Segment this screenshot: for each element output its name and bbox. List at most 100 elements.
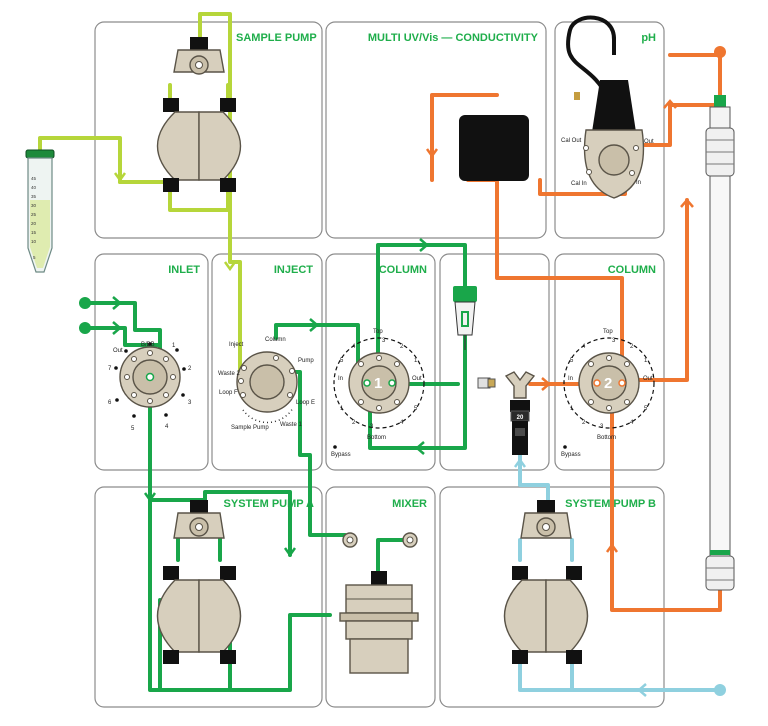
panel-uv-conductivity	[325, 21, 547, 239]
inlet-port-3-label: 3	[188, 400, 192, 406]
inlet-port-5-label: 5	[131, 426, 135, 432]
inlet-b-bb-label: B/BB	[141, 342, 155, 348]
inlet-port-4-label: 4	[165, 424, 169, 430]
svg-text:1: 1	[414, 358, 418, 364]
svg-text:5: 5	[414, 406, 418, 412]
arrow-down-icon	[283, 547, 297, 558]
arrow-up-icon	[663, 99, 677, 109]
title-uv-conductivity: MULTI UV/Vis — CONDUCTIVITY	[368, 32, 539, 44]
column-valve-2-number: 2	[604, 375, 612, 392]
column-1-in-label: In	[338, 376, 343, 382]
uv-flow-cell	[459, 115, 529, 181]
ph-in-label: In	[636, 180, 641, 186]
tee-connector	[504, 371, 536, 399]
svg-text:35: 35	[31, 194, 37, 199]
title-column-1: COLUMN	[379, 264, 427, 276]
arrow-right-icon	[541, 377, 551, 391]
arrow-up-icon	[680, 198, 694, 208]
svg-text:20: 20	[31, 221, 37, 226]
arrow-right-icon	[112, 321, 122, 335]
inject-loop-e-label: Loop E	[296, 400, 315, 406]
title-system-pump-a: SYSTEM PUMP A	[224, 498, 315, 510]
svg-text:4: 4	[352, 344, 356, 350]
sample-pump-head	[156, 37, 242, 192]
svg-text:30: 30	[31, 203, 37, 208]
ph-out-label: Out	[644, 139, 654, 145]
inlet-a-tubing-end	[79, 297, 91, 309]
inlet-out-label: Out	[113, 348, 123, 354]
column-valve-1-number: 1	[374, 375, 382, 392]
arrow-down-icon	[425, 148, 439, 159]
pressure-sensor	[510, 400, 530, 455]
inlet-b-pump-tubing-end	[714, 684, 726, 696]
inject-column-label: Column	[265, 337, 286, 343]
title-mixer: MIXER	[392, 498, 427, 510]
title-sample-pump: SAMPLE PUMP	[236, 32, 317, 44]
arrow-down-icon	[113, 172, 127, 183]
arrow-up-icon	[513, 457, 527, 468]
inlet-port-2-label: 2	[188, 366, 192, 372]
svg-text:3: 3	[382, 338, 386, 344]
svg-text:45: 45	[31, 176, 37, 181]
pressure-sensor-value: 20	[517, 415, 524, 421]
svg-text:2: 2	[582, 420, 586, 426]
svg-text:40: 40	[31, 185, 37, 190]
flow-arrows	[112, 99, 694, 697]
svg-text:5: 5	[644, 406, 648, 412]
arrow-left-icon	[637, 683, 647, 697]
svg-text:15: 15	[31, 230, 37, 235]
svg-text:5: 5	[33, 255, 36, 260]
inlet-port-6-label: 6	[108, 400, 112, 406]
sample-tube-scale: 45 40 35 30 25 20 15 10 5	[31, 176, 37, 260]
inject-inject-label: Inject	[229, 342, 244, 348]
svg-text:1: 1	[644, 358, 648, 364]
ph-cal-in-label: Cal In	[571, 181, 587, 187]
svg-text:4: 4	[630, 420, 634, 426]
svg-text:3: 3	[370, 424, 374, 430]
column-2-out-label: Out	[643, 376, 653, 382]
svg-text:4: 4	[582, 344, 586, 350]
arrow-left-icon	[415, 441, 425, 455]
mixer-body	[339, 571, 419, 674]
arrow-up-icon	[605, 542, 619, 553]
arrow-right-icon	[419, 238, 429, 252]
svg-text:5: 5	[570, 358, 574, 364]
svg-text:4: 4	[400, 420, 404, 426]
svg-text:1: 1	[340, 406, 344, 412]
column-2-top-label: Top	[603, 329, 613, 335]
svg-text:2: 2	[352, 420, 356, 426]
sample-tube	[25, 149, 55, 273]
column-1-bypass-marker	[333, 445, 337, 449]
inlet-valve	[119, 346, 181, 408]
union-connector	[477, 377, 496, 389]
title-column-2: COLUMN	[608, 264, 656, 276]
ph-probe	[566, 15, 645, 199]
inlet-port-1-label: 1	[172, 343, 176, 349]
system-pump-a-head	[156, 500, 242, 664]
svg-text:3: 3	[600, 424, 604, 430]
orange-tubing	[430, 50, 722, 612]
inlet-valve-ports	[124, 350, 176, 404]
column-1-bottom-label: Bottom	[367, 435, 386, 441]
svg-text:3: 3	[612, 338, 616, 344]
svg-text:2: 2	[400, 344, 404, 350]
arrow-right-icon	[309, 318, 319, 332]
inject-sample-pump-label: Sample Pump	[231, 425, 269, 431]
svg-text:5: 5	[340, 358, 344, 364]
column-2-bottom-label: Bottom	[597, 435, 616, 441]
system-pump-b-head	[503, 500, 589, 664]
ph-cal-out-label: Cal Out	[561, 138, 582, 144]
arrow-down-icon	[223, 261, 237, 272]
outlet-tubing-end	[714, 46, 726, 58]
chromatography-column	[705, 95, 735, 591]
title-inject: INJECT	[274, 264, 313, 276]
inject-pump-label: Pump	[298, 358, 314, 364]
inject-loop-f-label: Loop F	[219, 390, 238, 396]
svg-text:25: 25	[31, 212, 37, 217]
inlet-valve-markers	[114, 342, 186, 418]
column-1-port-numbers: 1 2 3 4 5 1 2 3 4 5	[340, 338, 418, 430]
inject-valve	[236, 351, 298, 424]
column-1-top-label: Top	[373, 329, 383, 335]
title-inlet: INLET	[168, 264, 200, 276]
